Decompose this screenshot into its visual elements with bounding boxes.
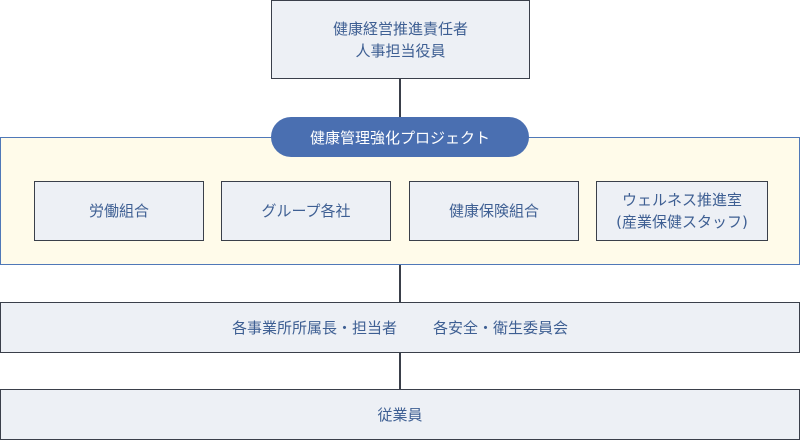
member-sublabel: (産業保健スタッフ) xyxy=(616,213,748,231)
member-wellness-office: ウェルネス推進室 (産業保健スタッフ) xyxy=(596,181,768,241)
member-label: 健康保険組合 xyxy=(448,202,539,220)
member-label: グループ各社 xyxy=(261,202,351,220)
member-label: ウェルネス推進室 xyxy=(621,191,742,209)
leader-subtitle: 人事担当役員 xyxy=(355,41,446,60)
member-labor-union: 労働組合 xyxy=(34,181,204,241)
managers-label: 各事業所所属長・担当者 xyxy=(231,318,397,337)
member-health-insurance-union: 健康保険組合 xyxy=(409,181,579,241)
connector-project-to-managers xyxy=(399,265,401,302)
health-management-leader-box: 健康経営推進責任者 人事担当役員 xyxy=(271,0,530,79)
leader-title: 健康経営推進責任者 xyxy=(332,19,468,38)
project-title: 健康管理強化プロジェクト xyxy=(309,128,490,147)
committees-label: 各安全・衛生委員会 xyxy=(433,318,569,337)
employees-label: 従業員 xyxy=(377,405,423,424)
member-group-companies: グループ各社 xyxy=(221,181,391,241)
member-label: 労働組合 xyxy=(88,202,149,220)
connector-top-to-project xyxy=(399,79,401,119)
employees-box: 従業員 xyxy=(0,389,800,440)
managers-and-committees-box: 各事業所所属長・担当者 各安全・衛生委員会 xyxy=(0,302,800,353)
connector-managers-to-employees xyxy=(399,353,401,389)
project-title-pill: 健康管理強化プロジェクト xyxy=(271,117,529,157)
